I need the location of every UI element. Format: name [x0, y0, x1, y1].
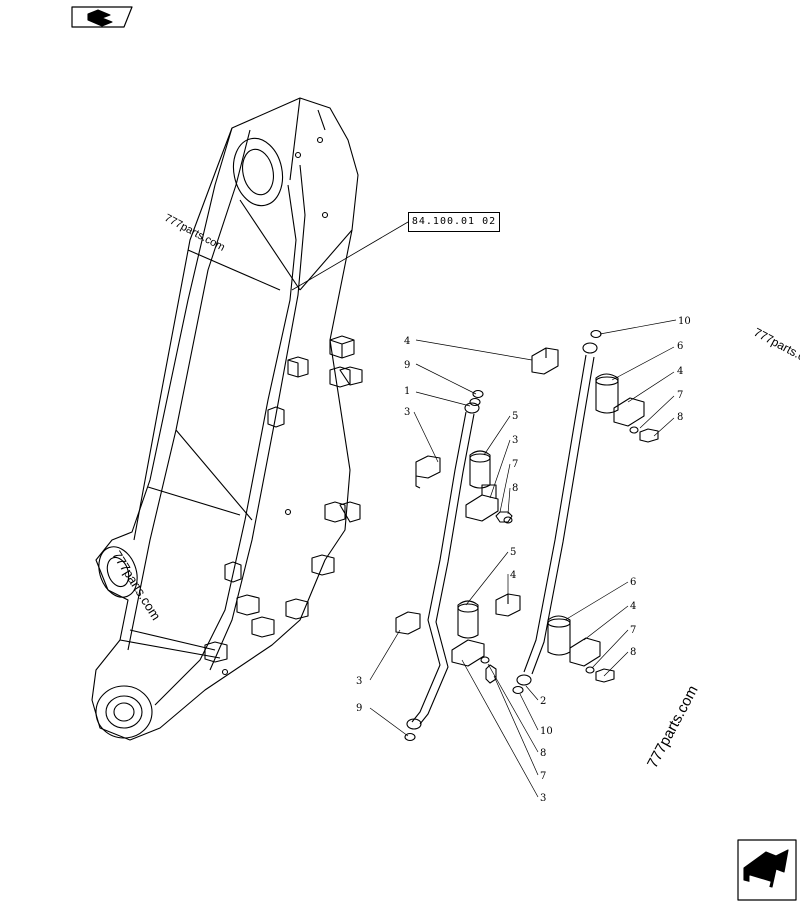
page-back-icon [71, 6, 133, 28]
callout-5: 5 [510, 547, 516, 558]
callout-7: 7 [630, 625, 636, 636]
callout-4: 4 [630, 601, 636, 612]
callout-8: 8 [677, 412, 683, 423]
callout-10: 10 [540, 726, 553, 737]
callout-3: 3 [356, 676, 362, 687]
callout-2: 2 [540, 696, 546, 707]
callout-3: 3 [404, 407, 410, 418]
reference-number-box[interactable]: 84.100.01 02 [408, 212, 500, 232]
callout-4: 4 [404, 336, 410, 347]
left-pipe-assembly [395, 347, 559, 742]
right-pipe-assembly [512, 329, 659, 695]
callout-labels: 10 6 4 7 8 4 9 1 3 5 3 7 8 5 4 6 4 7 8 3… [356, 316, 691, 804]
previous-page-button[interactable] [68, 5, 132, 29]
callout-6: 6 [677, 341, 683, 352]
callout-3: 3 [512, 435, 518, 446]
callout-7: 7 [512, 459, 518, 470]
callout-8: 8 [540, 748, 546, 759]
page-forward-icon [737, 839, 797, 901]
callout-9: 9 [404, 360, 410, 371]
leader-lines [369, 319, 677, 798]
callout-5: 5 [512, 411, 518, 422]
callout-4: 4 [510, 570, 516, 581]
callout-7: 7 [540, 771, 546, 782]
callout-9: 9 [356, 703, 362, 714]
next-page-button[interactable] [735, 836, 799, 902]
callout-3: 3 [540, 793, 546, 804]
boom-arm [91, 97, 409, 741]
callout-6: 6 [630, 577, 636, 588]
callout-8: 8 [630, 647, 636, 658]
callout-4: 4 [677, 366, 683, 377]
callout-7: 7 [677, 390, 683, 401]
callout-8: 8 [512, 483, 518, 494]
callout-1: 1 [404, 386, 410, 397]
callout-10: 10 [678, 316, 691, 327]
